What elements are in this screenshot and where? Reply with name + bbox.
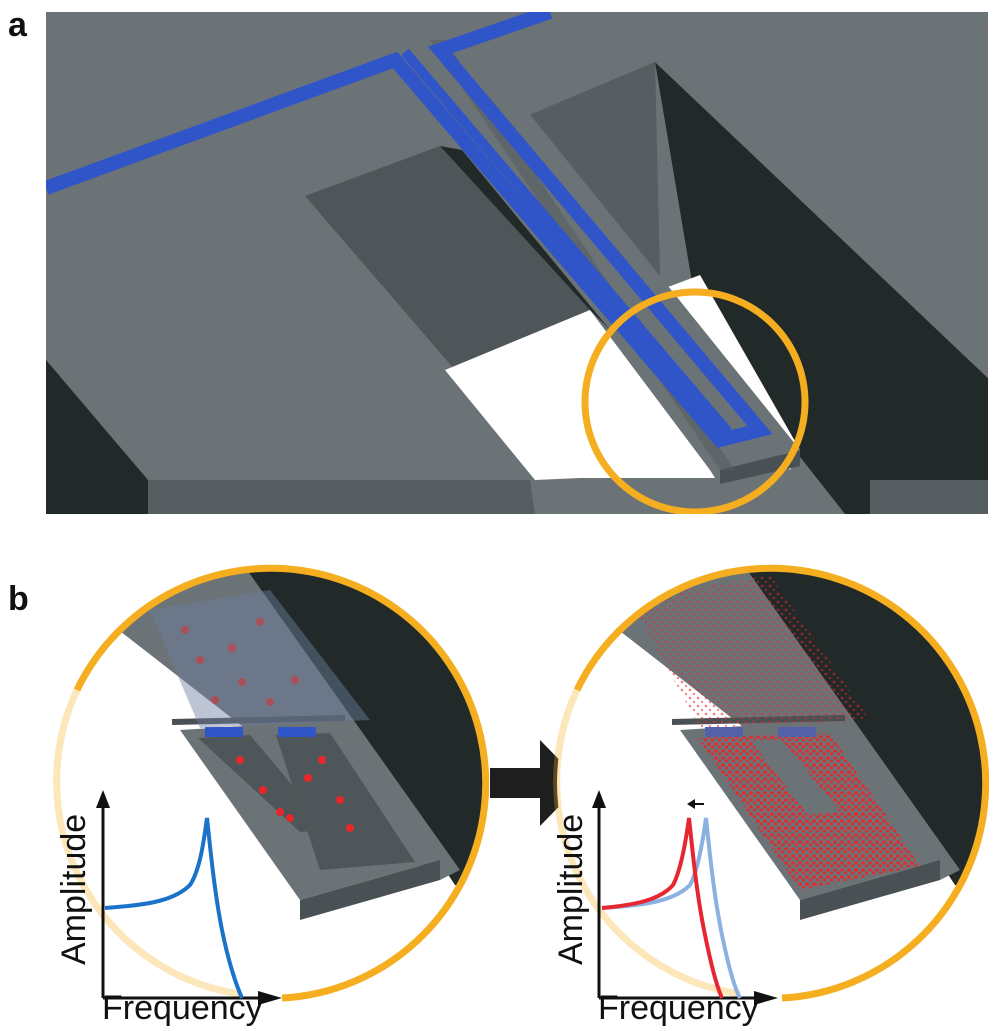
zoom-right-ring (573, 564, 990, 1002)
pit-floor (305, 146, 590, 370)
zoom-right-illustration (553, 564, 990, 1002)
x-axis-arrow-icon (754, 991, 778, 1005)
y-axis-arrow-icon (96, 790, 110, 808)
right-chip-front-face (870, 480, 988, 514)
zoom-left-ring (73, 564, 490, 1002)
resonance-curve-unloaded (104, 817, 244, 999)
panel-label-a: a (8, 6, 27, 44)
zoom-left-illustration (53, 564, 490, 1002)
pit-shadow (440, 146, 610, 330)
left-chip-front-face (148, 480, 535, 514)
right-chip-dark-face (655, 62, 988, 514)
left-chip-dark-face (46, 360, 148, 514)
panel-label-b: b (8, 580, 29, 618)
resonance-curve-unloaded (601, 817, 742, 999)
frequency-shift-arrow-icon (687, 799, 695, 809)
right-chip-top-face (655, 30, 988, 379)
gap-opening (445, 310, 715, 480)
y-axis-label: Amplitude (552, 814, 590, 965)
y-axis-label: Amplitude (55, 814, 93, 965)
y-axis-arrow-icon (592, 790, 606, 808)
x-axis-arrow-icon (258, 991, 282, 1005)
panel-a-illustration (46, 12, 988, 514)
resonance-plot-right: Amplitude Frequency (552, 790, 778, 1027)
highlight-ring (581, 288, 809, 514)
conductor-traces (46, 12, 773, 448)
x-axis-label: Frequency (598, 989, 759, 1027)
resonance-plot-left: Amplitude Frequency (55, 790, 282, 1027)
resonance-curve-loaded (601, 817, 724, 999)
x-axis-label: Frequency (102, 989, 263, 1027)
